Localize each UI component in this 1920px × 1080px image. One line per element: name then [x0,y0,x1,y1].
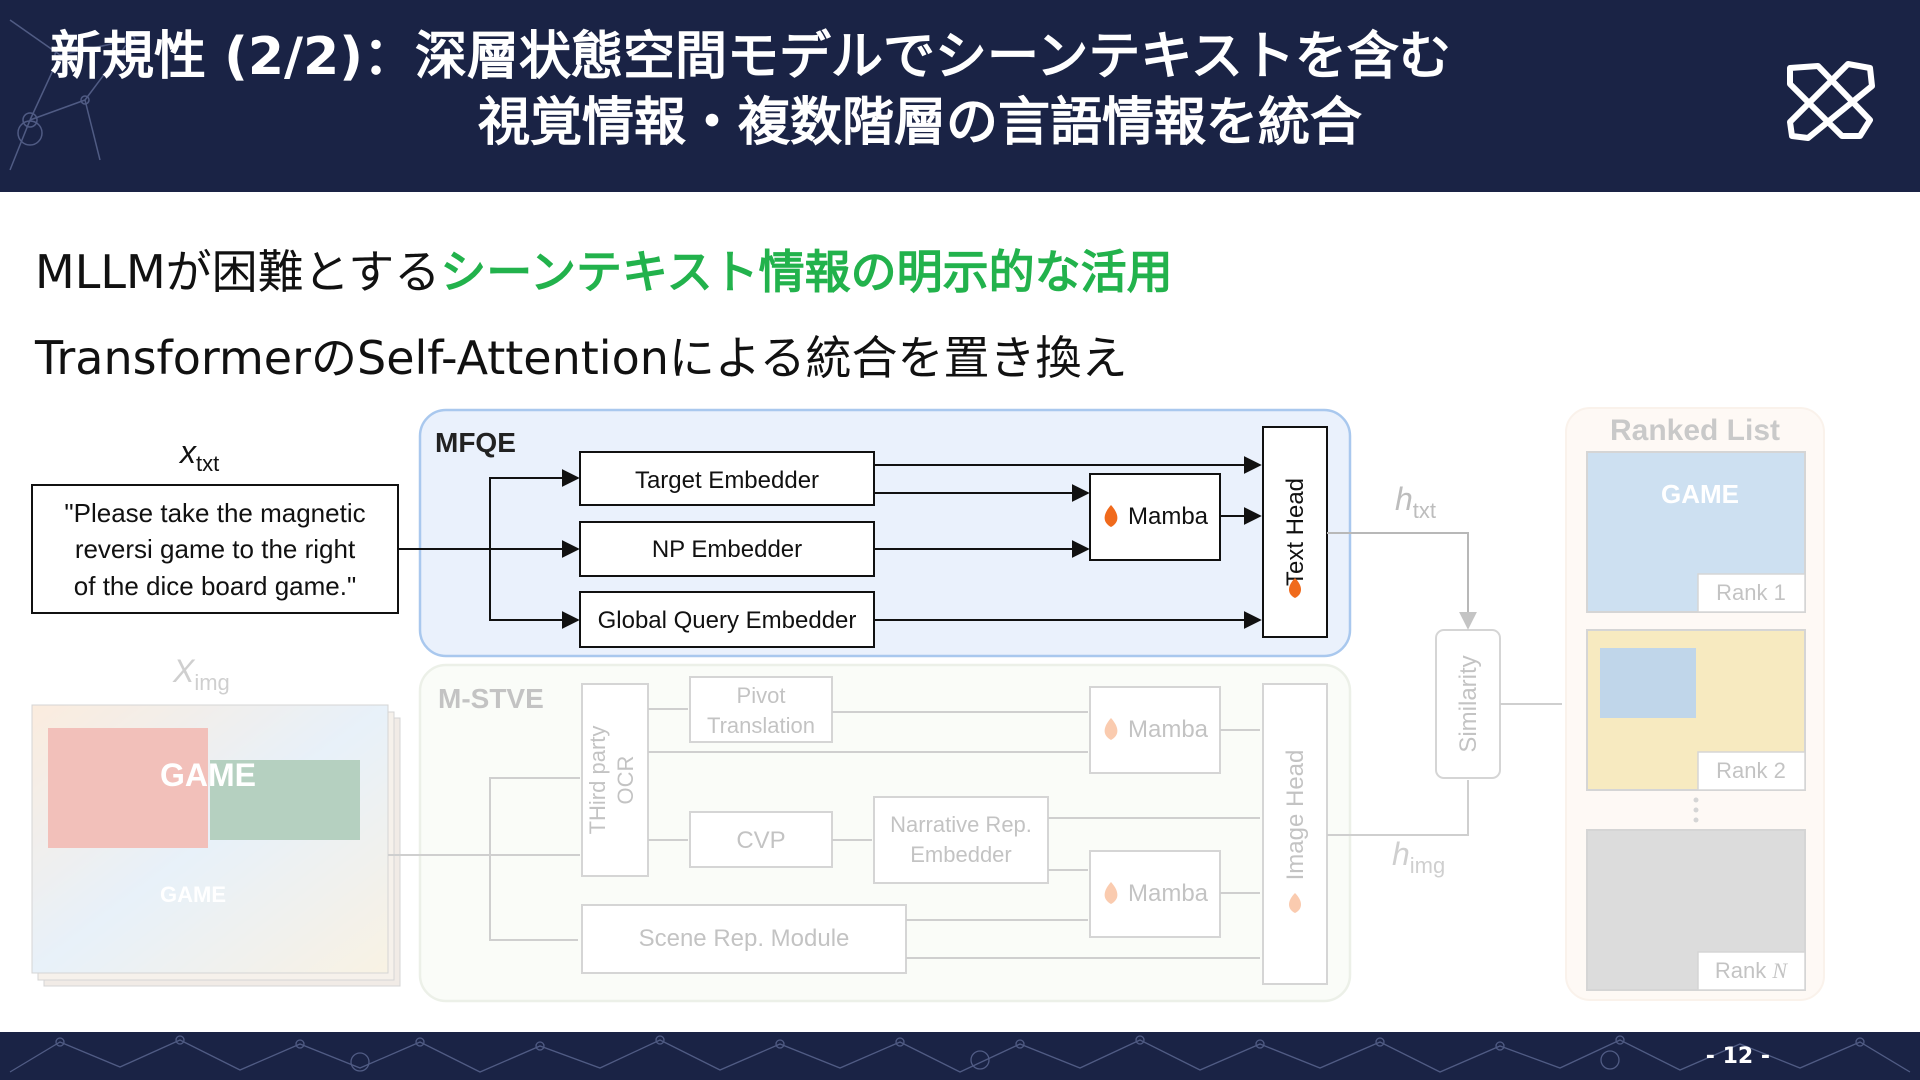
global-query-embedder-label: Global Query Embedder [598,607,857,634]
bullet-1-text: MLLMが困難とする [35,245,441,299]
query-line-2: reversi game to the right [75,534,356,564]
query-line-3: of the dice board game." [74,571,356,601]
mstve-container [418,663,1352,1003]
h-img-label: himg [1392,836,1445,878]
narrative-embedder-box [873,796,1049,884]
rank-2-badge [1697,751,1806,791]
page-number: - 12 - [1705,1044,1770,1069]
slide-footer: - 12 - [0,1032,1920,1080]
np-embedder-label: NP Embedder [652,536,802,563]
x-img-label: Ximg [172,653,230,695]
target-embedder-label: Target Embedder [635,467,819,494]
rank-1-game-label: GAME [1661,479,1739,509]
footer-network-decoration [9,1035,1911,1073]
ocr-label-2: OCR [613,756,638,805]
narrative-label-1: Narrative Rep. [890,812,1032,837]
input-image [31,704,389,974]
np-embedder-box [579,521,875,577]
rank-1-image [1586,451,1806,613]
image-board [48,728,208,848]
flame-icon [1104,718,1118,740]
rank-n-badge [1697,951,1806,991]
bullet-1-highlight: シーンテキスト情報の明示的な活用 [440,245,1173,299]
mamba-image-box-2 [1089,850,1221,938]
pivot-label-1: Pivot [737,683,786,708]
rank-ellipsis [1693,797,1699,823]
rank-n-label: Rank N [1715,958,1788,983]
cvp-label: CVP [736,827,785,854]
scene-rep-module-box [581,904,907,974]
global-query-embedder-box [579,591,875,648]
pivot-label-2: Translation [707,713,815,738]
mamba-image-label-2: Mamba [1128,880,1209,907]
target-embedder-box [579,451,875,506]
rank-1-badge [1697,573,1806,613]
mamba-text-label: Mamba [1128,503,1209,530]
similarity-label: Similarity [1455,655,1482,752]
ocr-box [581,683,649,877]
rank-n-image [1586,829,1806,991]
image-board-green [210,760,360,840]
brand-logo-icon [1787,61,1875,141]
mfqe-label: MFQE [435,427,516,458]
image-head-box [1262,683,1328,985]
slide-header: 新規性 (2/2)：深層状態空間モデルでシーンテキストを含む 視覚情報・複数階層… [0,0,1920,192]
flame-icon [1289,578,1301,598]
rank-1-label: Rank 1 [1716,580,1786,605]
image-game-label-2: GAME [160,882,226,907]
x-txt-label: xtxt [178,434,219,476]
text-head-label: Text Head [1282,478,1309,586]
ranked-list-panel [1565,407,1825,1001]
h-txt-label: htxt [1395,481,1436,523]
rank-2-image-detail [1600,648,1696,718]
bullet-1: MLLMが困難とするシーンテキスト情報の明示的な活用 [35,236,1173,302]
narrative-label-2: Embedder [910,842,1012,867]
cvp-box [689,811,833,868]
query-text-box [31,484,399,614]
mamba-image-box-1 [1089,686,1221,774]
image-head-label: Image Head [1282,750,1309,881]
similarity-box [1435,629,1501,779]
scene-rep-module-label: Scene Rep. Module [639,925,850,952]
mamba-image-label-1: Mamba [1128,716,1209,743]
network-decoration [9,19,136,171]
bullet-2: TransformerのSelf-Attentionによる統合を置き換え [35,331,1128,385]
title-line-1: 新規性 (2/2)：深層状態空間モデルでシーンテキストを含む [50,27,1451,87]
text-head-box [1262,426,1328,638]
mstve-faded-group: Ximg GAME GAME M-STVE THird party OCR Pi… [31,407,1825,1003]
pivot-translation-box [689,676,833,743]
ranked-list-title: Ranked List [1610,414,1780,447]
ocr-label-1: THird party [585,726,610,835]
flame-icon [1104,882,1118,904]
rank-2-image [1586,629,1806,791]
title-line-2: 視覚情報・複数階層の言語情報を統合 [478,93,1363,153]
rank-2-label: Rank 2 [1716,758,1786,783]
flame-icon [1104,505,1118,527]
architecture-diagram: xtxt "Please take the magnetic reversi g… [31,407,1825,1003]
query-line-1: "Please take the magnetic [64,498,365,528]
mstve-label: M-STVE [438,683,544,714]
flame-icon [1289,893,1301,913]
image-game-label: GAME [160,757,256,793]
